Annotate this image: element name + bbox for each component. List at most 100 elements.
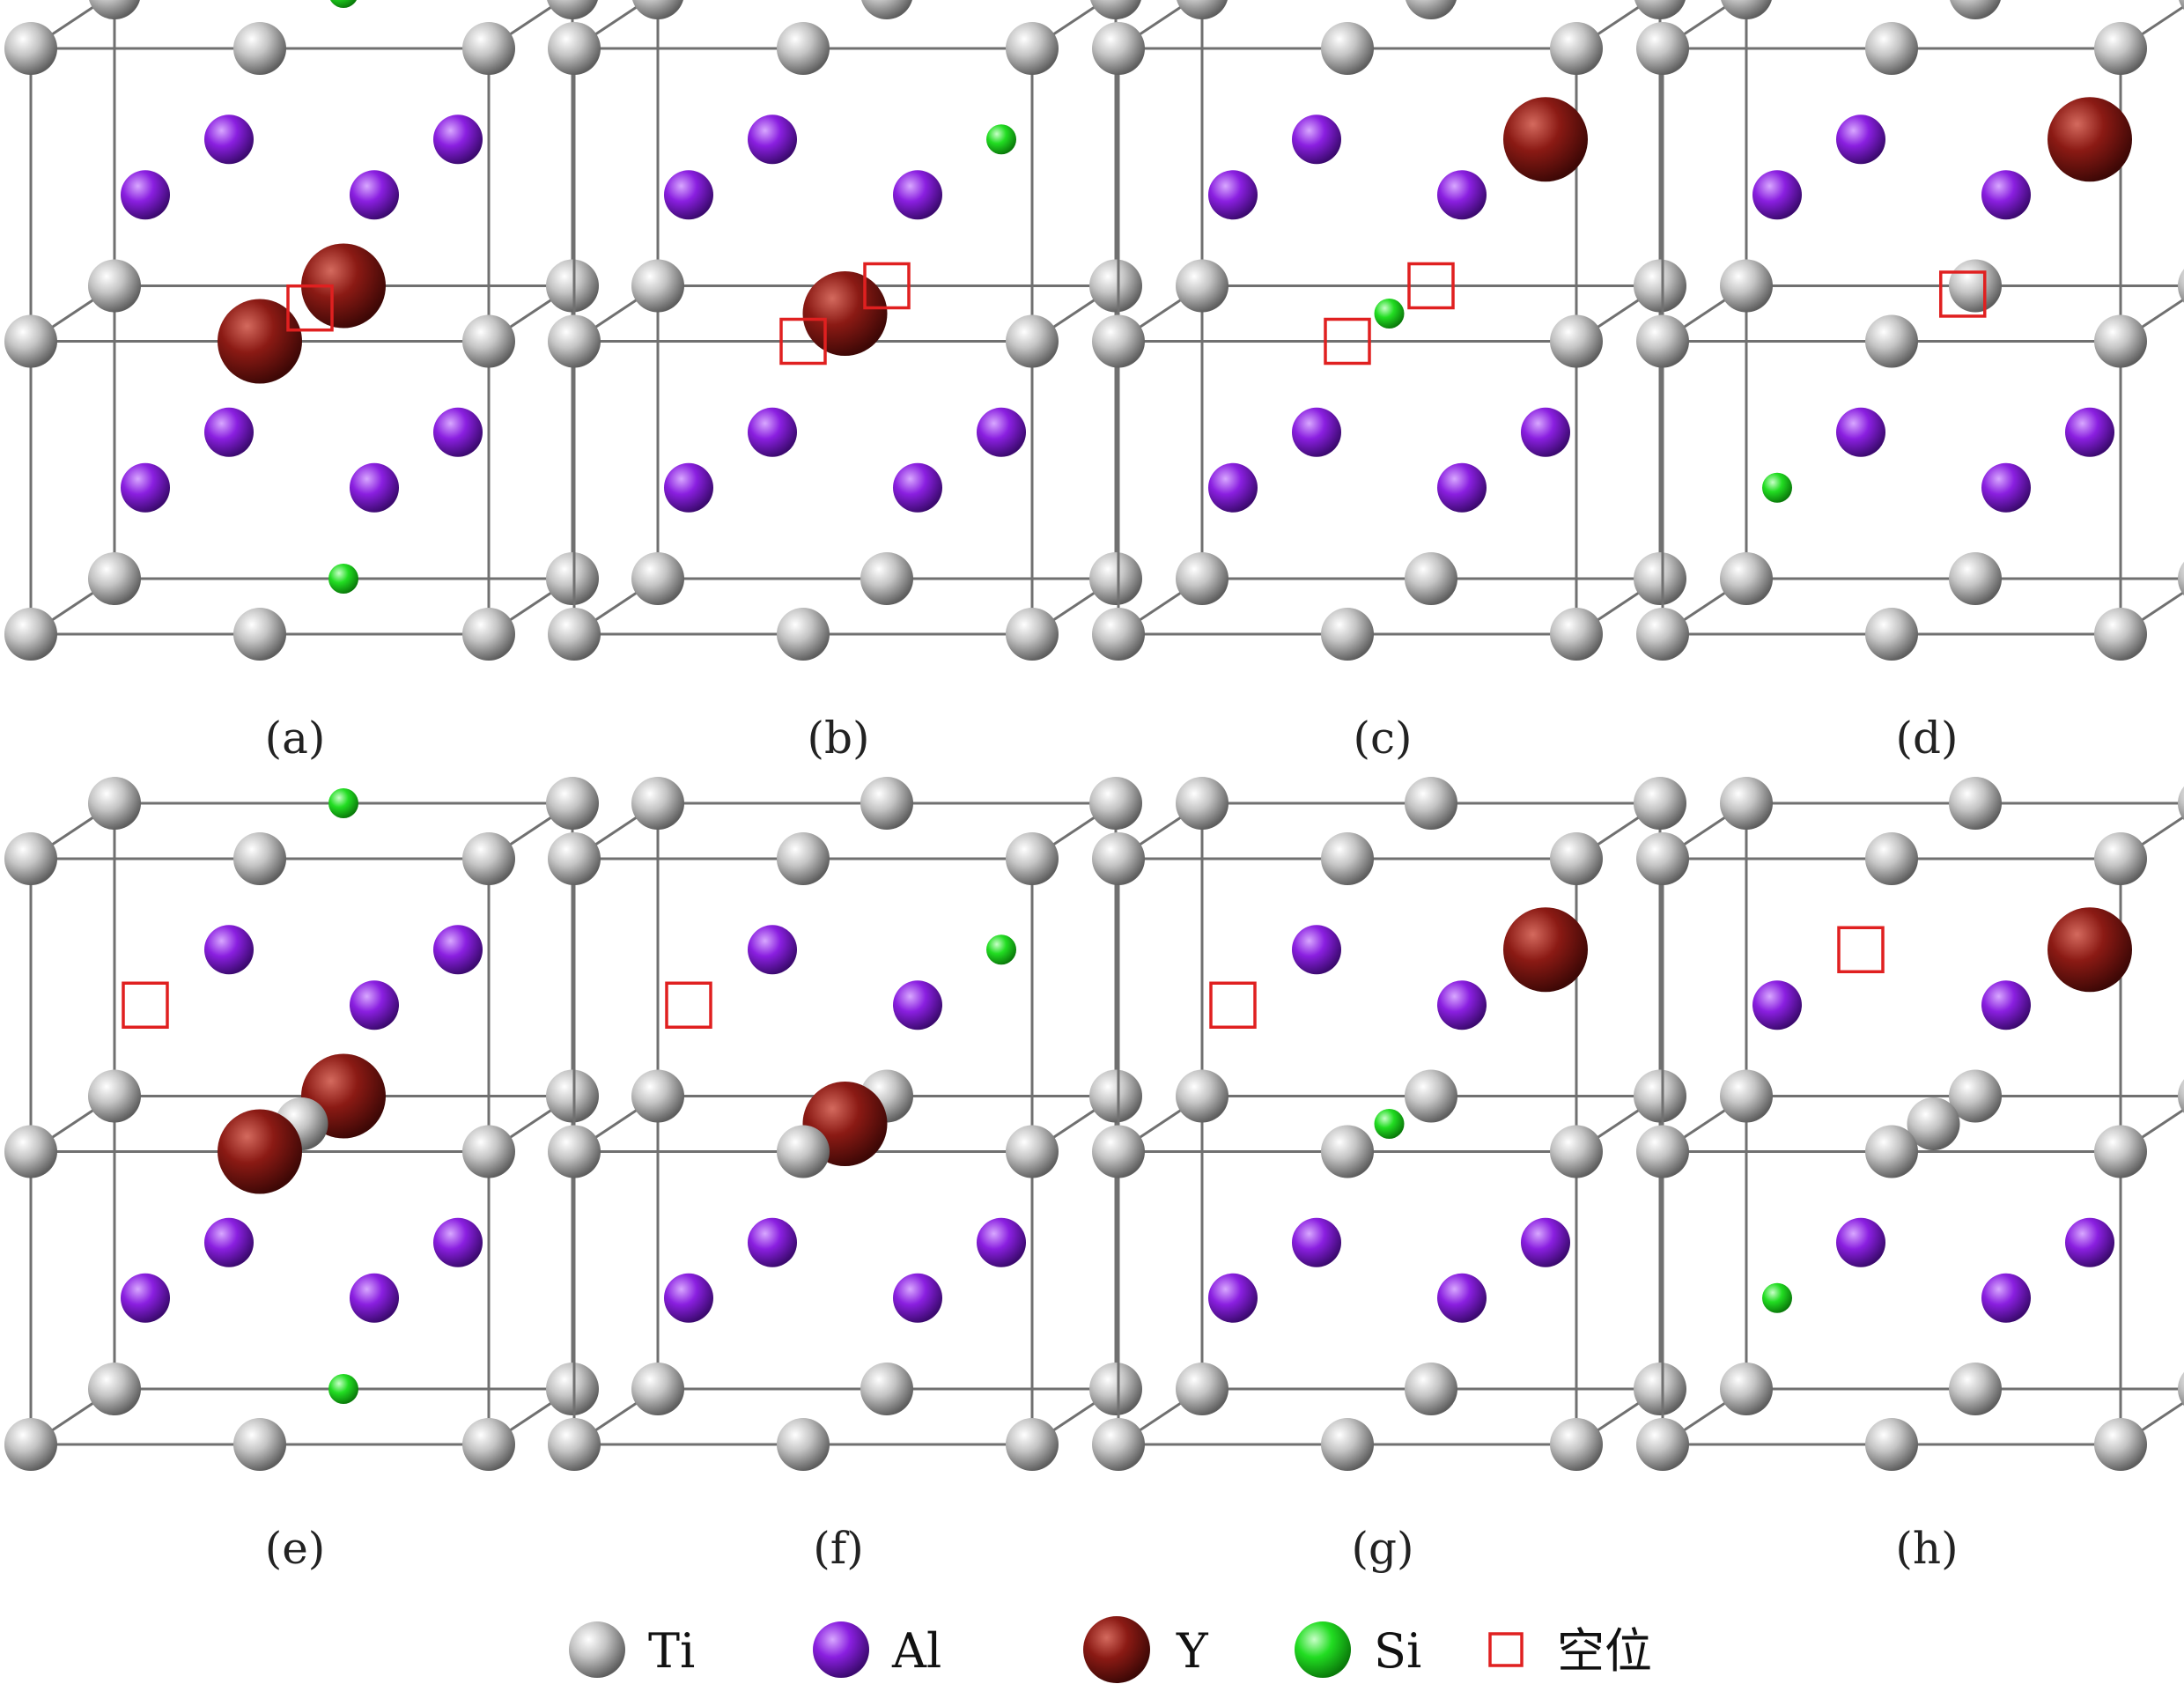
atom-ti bbox=[1321, 1125, 1374, 1178]
atom-ti bbox=[1636, 1125, 1689, 1178]
panel-label: (d) bbox=[1895, 713, 1958, 764]
atom-ti bbox=[2178, 269, 2184, 303]
atom-ti bbox=[1405, 1363, 1457, 1415]
atom-ti bbox=[1636, 608, 1689, 661]
atom-al bbox=[1981, 1273, 2031, 1323]
atom-si bbox=[986, 934, 1016, 965]
atom-ti bbox=[1865, 608, 1918, 661]
atom-ti bbox=[1865, 832, 1918, 885]
atom-ti bbox=[1634, 777, 1686, 830]
atom-al bbox=[2065, 1217, 2114, 1267]
legend-vacancy-marker bbox=[1488, 1632, 1524, 1667]
atom-ti bbox=[1720, 777, 1773, 830]
atom-ti bbox=[860, 1363, 913, 1415]
atom-ti bbox=[1406, 0, 1457, 19]
atom-ti bbox=[88, 1363, 141, 1415]
atom-ti bbox=[2178, 1371, 2184, 1407]
atom-ti bbox=[1634, 0, 1686, 19]
atom-al bbox=[748, 1217, 797, 1267]
atom-ti bbox=[1089, 1069, 1142, 1123]
atom-ti bbox=[1092, 1125, 1145, 1178]
vacancy-marker bbox=[122, 981, 169, 1029]
atom-al bbox=[893, 170, 942, 220]
atom-al bbox=[1292, 114, 1341, 165]
legend-atom-si bbox=[1295, 1621, 1351, 1678]
atom-ti bbox=[1550, 1125, 1603, 1178]
atom-ti bbox=[1177, 0, 1228, 19]
atom-ti bbox=[1090, 0, 1141, 19]
atom-si bbox=[1374, 1109, 1405, 1139]
vacancy-marker bbox=[286, 284, 334, 332]
legend-label: Y bbox=[1176, 1623, 1209, 1679]
atom-ti bbox=[1949, 259, 2002, 313]
legend-atom-ti bbox=[569, 1621, 625, 1678]
atom-al bbox=[1521, 1217, 1570, 1267]
atom-y bbox=[2048, 907, 2132, 993]
atom-al bbox=[433, 925, 483, 975]
atom-ti bbox=[1176, 552, 1228, 605]
atom-al bbox=[350, 462, 399, 513]
atom-ti bbox=[1720, 1069, 1773, 1123]
atom-al bbox=[1521, 407, 1570, 457]
atom-ti bbox=[2179, 0, 2184, 11]
atom-ti bbox=[1720, 552, 1773, 605]
panels: (a)(b)(c)(d)(e)(f)(g)(h) bbox=[4, 0, 2184, 1574]
vacancy-marker bbox=[863, 262, 911, 310]
atom-si bbox=[328, 564, 358, 594]
atom-al bbox=[893, 462, 942, 513]
atom-ti bbox=[233, 1418, 286, 1471]
atom-ti bbox=[1006, 832, 1059, 885]
atom-si bbox=[330, 0, 357, 8]
atom-ti bbox=[4, 314, 57, 368]
atom-ti bbox=[2178, 1079, 2184, 1113]
atom-ti bbox=[1092, 1418, 1145, 1471]
legend-atom-al bbox=[813, 1621, 869, 1678]
legend-atom-y bbox=[1083, 1616, 1150, 1683]
atom-al bbox=[2065, 407, 2114, 457]
atom-ti bbox=[4, 1418, 57, 1471]
atom-al bbox=[433, 407, 483, 457]
legend-label: Si bbox=[1374, 1623, 1421, 1679]
atom-ti bbox=[546, 777, 599, 830]
atom-al bbox=[1981, 462, 2031, 513]
atom-ti bbox=[2094, 608, 2147, 661]
atom-ti bbox=[1865, 1418, 1918, 1471]
atom-ti bbox=[1636, 832, 1689, 885]
atom-al bbox=[121, 462, 170, 513]
cell-frame bbox=[1661, 0, 2184, 636]
panel-e: (e) bbox=[4, 777, 599, 1574]
atom-ti bbox=[1006, 22, 1059, 75]
atom-al bbox=[1437, 170, 1487, 220]
atom-y bbox=[802, 271, 888, 356]
atom-al bbox=[1981, 980, 2031, 1030]
atom-ti bbox=[1636, 22, 1689, 75]
atom-al bbox=[204, 407, 254, 457]
panel-f: (f) bbox=[548, 777, 1142, 1574]
atom-ti bbox=[1006, 1418, 1059, 1471]
legend-item-y: Y bbox=[1083, 1616, 1209, 1683]
atom-al bbox=[1292, 925, 1341, 975]
atom-ti bbox=[88, 1069, 141, 1123]
atom-al bbox=[1292, 1217, 1341, 1267]
atom-ti bbox=[1950, 0, 2001, 19]
atom-ti bbox=[631, 777, 684, 830]
atom-ti bbox=[546, 1069, 599, 1123]
atom-ti bbox=[462, 314, 515, 368]
atom-ti bbox=[2178, 786, 2184, 821]
atom-ti bbox=[548, 1125, 601, 1178]
legend-label: Ti bbox=[648, 1623, 695, 1679]
panel-label: (e) bbox=[265, 1523, 326, 1574]
atom-ti bbox=[233, 22, 286, 75]
atom-al bbox=[1437, 462, 1487, 513]
atom-al bbox=[204, 925, 254, 975]
atom-ti bbox=[860, 552, 913, 605]
atom-y bbox=[218, 299, 302, 384]
atom-ti bbox=[1636, 314, 1689, 368]
atom-ti bbox=[233, 608, 286, 661]
panel-h: (h) bbox=[1636, 777, 2184, 1574]
atom-ti bbox=[632, 0, 683, 19]
atom-ti bbox=[89, 0, 140, 19]
atom-al bbox=[350, 170, 399, 220]
atom-al bbox=[1752, 980, 1802, 1030]
